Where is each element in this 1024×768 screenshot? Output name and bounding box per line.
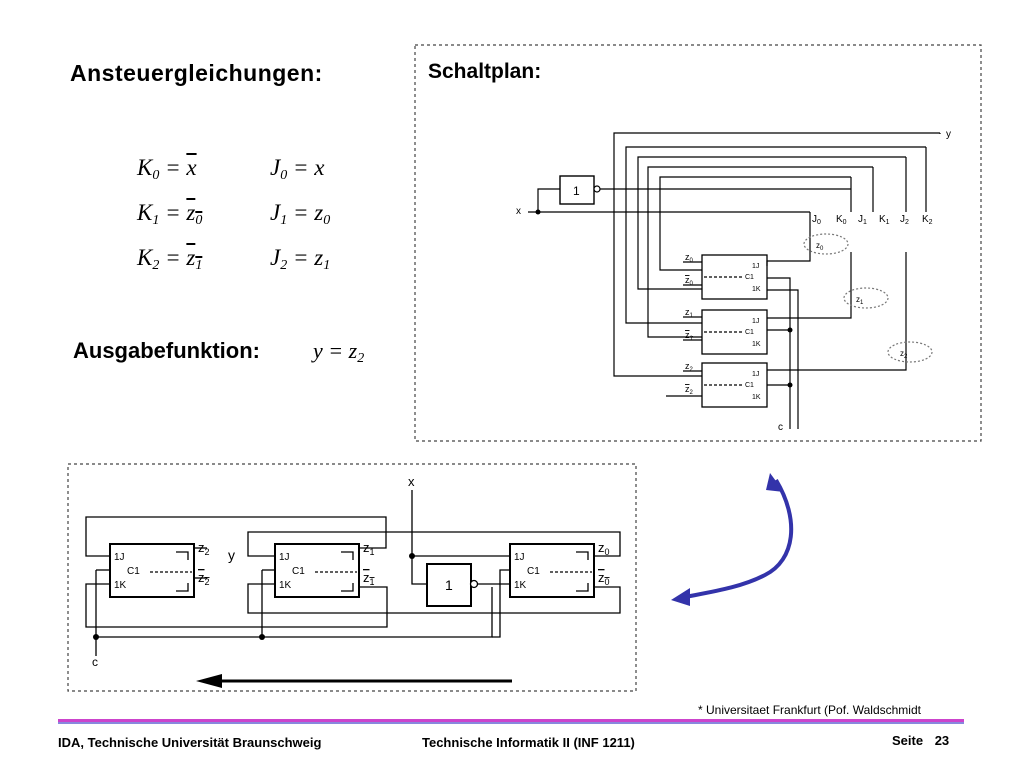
svg-text:1J: 1J: [114, 552, 125, 563]
schaltplan-junction-clk2: [787, 382, 793, 388]
svg-text:1K: 1K: [279, 580, 292, 591]
schaltplan-label-c: c: [778, 422, 783, 433]
footer-line-magenta: [58, 719, 964, 722]
credit-note: * Universitaet Frankfurt (Pof. Waldschmi…: [698, 703, 921, 717]
schaltplan-frame: [414, 44, 982, 442]
schaltplan-title: Schaltplan:: [428, 60, 541, 83]
svg-text:K1: K1: [879, 214, 890, 226]
schaltplan-junction-x: [535, 209, 541, 215]
bottom-frame: [67, 463, 637, 692]
bottom-junction-3: [409, 553, 415, 559]
svg-text:z0: z0: [685, 275, 694, 287]
bottom-junction-2: [259, 634, 265, 640]
output-function-equation: y = z2: [313, 338, 365, 366]
connection-arrowhead-bottom: [671, 588, 690, 606]
svg-text:J2: J2: [900, 214, 909, 226]
schaltplan-not-bubble: [593, 185, 601, 193]
svg-text:z1: z1: [685, 330, 694, 342]
schaltplan-junction-clk1: [787, 327, 793, 333]
schaltplan-ff-labels: 1J C1 1K 1J C1 1K 1J C1 1K: [745, 263, 761, 401]
svg-text:1K: 1K: [752, 341, 761, 348]
svg-text:1J: 1J: [752, 371, 759, 378]
footer-course: Technische Informatik II (INF 1211): [422, 735, 635, 750]
svg-text:1K: 1K: [752, 394, 761, 401]
svg-text:z0: z0: [598, 570, 610, 587]
footer-institution: IDA, Technische Universität Braunschweig: [58, 735, 322, 750]
svg-text:z2: z2: [900, 349, 908, 360]
svg-text:z2: z2: [198, 540, 210, 557]
bottom-direction-arrowhead: [196, 674, 222, 688]
bottom-circuit: [85, 490, 621, 656]
svg-text:1K: 1K: [114, 580, 127, 591]
svg-text:z0: z0: [685, 252, 694, 264]
svg-text:C1: C1: [292, 566, 305, 577]
footer-page-label: Seite: [892, 733, 924, 748]
svg-text:C1: C1: [745, 382, 754, 389]
svg-text:1K: 1K: [514, 580, 527, 591]
footer-line-violet: [58, 722, 964, 724]
bottom-label-y: y: [228, 547, 235, 563]
schaltplan-label-x: x: [516, 206, 521, 217]
footer-page-number: 23: [934, 733, 950, 748]
equation-row-1-j: J1 = z0: [270, 200, 331, 228]
svg-text:K0: K0: [836, 214, 847, 226]
bottom-z-labels: z2 z2 z1 z1 z0 z0: [198, 540, 610, 587]
svg-text:C1: C1: [745, 274, 754, 281]
svg-text:1J: 1J: [514, 552, 525, 563]
schaltplan-circuit: [528, 132, 941, 429]
bottom-junction-1: [93, 634, 99, 640]
svg-text:z0: z0: [816, 241, 824, 252]
svg-text:J0: J0: [812, 214, 821, 226]
connection-arrowhead-top: [766, 473, 784, 492]
equation-row-0: K0 = x: [137, 155, 197, 183]
schaltplan-z-labels: z0 z0 z1 z1 z2 z2 z0 z1 z2: [685, 241, 908, 396]
equations-heading: Ansteuergleichungen:: [70, 60, 323, 86]
equation-row-1: K1 = z0: [137, 200, 203, 228]
svg-text:1J: 1J: [752, 318, 759, 325]
svg-text:z2: z2: [685, 384, 694, 396]
svg-text:1K: 1K: [752, 286, 761, 293]
svg-text:C1: C1: [527, 566, 540, 577]
schaltplan-not-gate: [559, 175, 595, 205]
schaltplan-gate-label: 1: [573, 184, 580, 198]
bottom-ff-labels: 1J C1 1K 1J C1 1K 1J C1 1K: [114, 552, 540, 591]
svg-text:J1: J1: [858, 214, 867, 226]
bottom-not-bubble: [469, 579, 479, 589]
svg-text:z0: z0: [598, 540, 610, 557]
bottom-label-x: x: [408, 474, 415, 489]
svg-text:C1: C1: [745, 329, 754, 336]
svg-text:z1: z1: [685, 307, 694, 319]
svg-text:1J: 1J: [752, 263, 759, 270]
equation-row-0-j: J0 = x: [270, 155, 325, 183]
svg-text:z1: z1: [363, 540, 375, 557]
svg-text:z1: z1: [363, 570, 375, 587]
bottom-gate-label: 1: [445, 577, 453, 593]
footer-page: Seite 23: [892, 733, 949, 748]
svg-text:z2: z2: [198, 570, 210, 587]
output-function-label: Ausgabefunktion:: [73, 338, 260, 363]
schaltplan-label-y: y: [946, 129, 951, 140]
schaltplan-jk-labels: J0 K0 J1 K1 J2 K2: [812, 214, 933, 226]
svg-text:1J: 1J: [279, 552, 290, 563]
equation-row-2-j: J2 = z1: [270, 245, 331, 273]
bottom-label-c: c: [92, 655, 98, 669]
svg-text:C1: C1: [127, 566, 140, 577]
svg-text:z1: z1: [856, 295, 864, 306]
svg-text:z2: z2: [685, 361, 694, 373]
connection-double-arrow: [679, 478, 794, 600]
equation-row-2: K2 = z1: [137, 245, 203, 273]
svg-text:K2: K2: [922, 214, 933, 226]
